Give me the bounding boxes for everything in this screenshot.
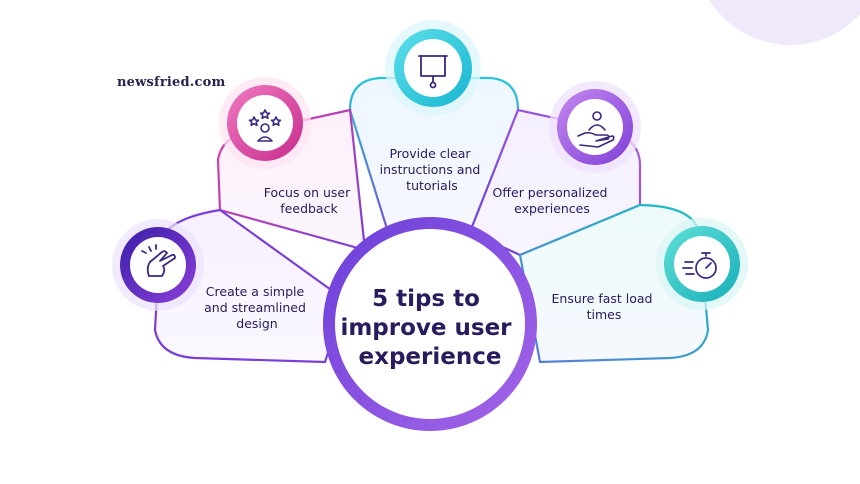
tip-instructions-text: Provide clear instructions and tutorials <box>380 146 485 193</box>
icon-badge-fast-load <box>656 218 748 310</box>
center-title-line: 5 tips to <box>372 286 480 312</box>
tip-line: instructions and <box>380 162 481 177</box>
icon-badge-feedback <box>219 77 311 169</box>
tip-simple-design-text: Create a simple and streamlined design <box>204 284 310 331</box>
petal-instructions <box>348 76 520 234</box>
center-hub: 5 tips to improve user experience <box>323 217 537 431</box>
center-title-line: improve user <box>340 315 512 341</box>
tip-line: and streamlined <box>204 300 306 315</box>
tip-line: Create a simple <box>206 284 305 299</box>
icon-badge-simple-design <box>112 219 204 311</box>
tip-personalized-text: Offer personalized experiences <box>493 185 612 216</box>
tip-line: Focus on user <box>264 185 351 200</box>
icon-badge-instructions <box>385 20 481 116</box>
tip-line: tutorials <box>406 178 458 193</box>
tip-fast-load-text: Ensure fast load times <box>552 291 657 322</box>
tip-line: Offer personalized <box>493 185 608 200</box>
tip-line: Ensure fast load <box>552 291 653 306</box>
corner-decoration <box>709 0 860 45</box>
tip-line: feedback <box>280 201 338 216</box>
pointing-hand-icon <box>141 244 176 277</box>
tip-line: times <box>587 307 622 322</box>
tip-line: experiences <box>514 201 590 216</box>
stopwatch-speed-icon <box>682 252 717 279</box>
icon-badge-personalized <box>549 81 641 173</box>
user-rating-stars-icon <box>248 109 282 142</box>
tip-feedback-text: Focus on user feedback <box>264 185 354 216</box>
projector-screen-icon <box>418 55 448 89</box>
center-title-line: experience <box>359 344 502 370</box>
center-title: 5 tips to improve user experience <box>340 286 519 370</box>
tip-line: design <box>236 316 277 331</box>
tip-line: Provide clear <box>389 146 471 161</box>
site-watermark: newsfried.com <box>117 75 226 90</box>
hand-holding-user-icon <box>577 111 615 148</box>
